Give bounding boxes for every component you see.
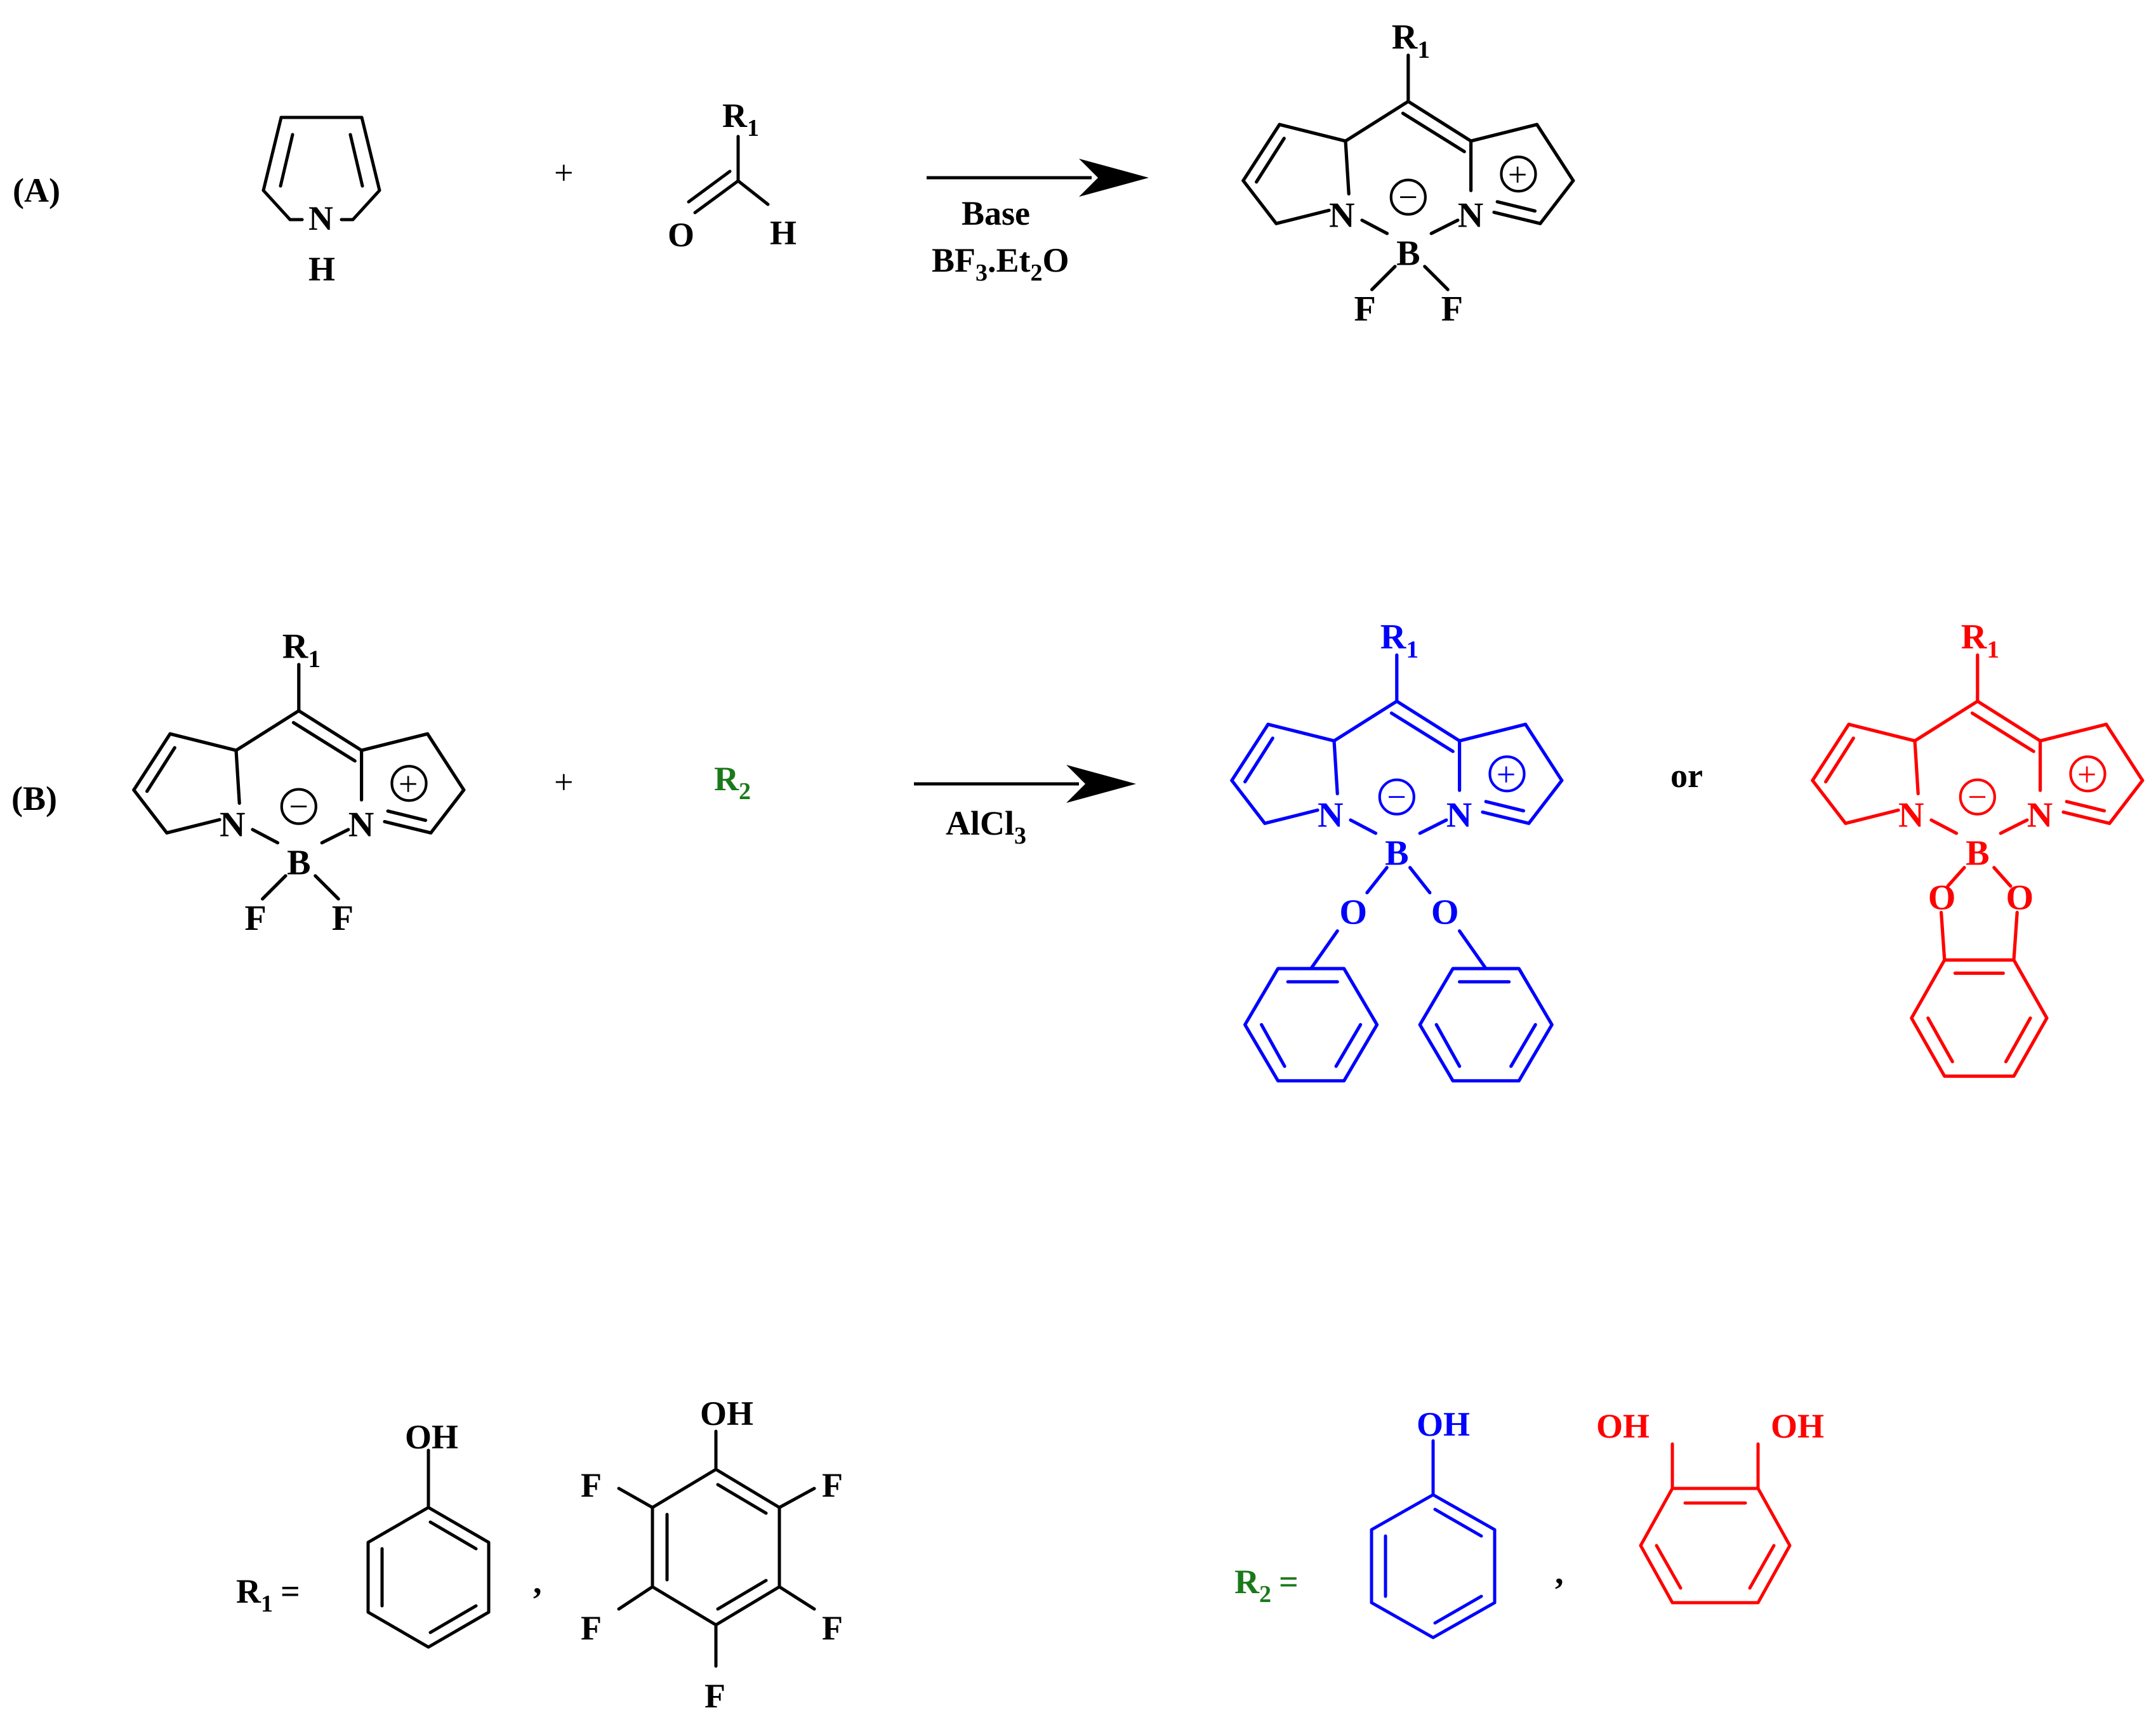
r1-definition: R1= OH , OH F F F F F <box>236 1394 843 1715</box>
pf-f2: F <box>822 1466 843 1504</box>
scheme-a: (A) N H + R1 O H Base BF3. <box>13 18 1575 329</box>
r2-catechol-oh2: OH <box>1771 1407 1824 1445</box>
pyrrole-structure: N H <box>261 116 381 288</box>
r2-comma: , <box>1555 1553 1564 1591</box>
bodipy-a-f1: F <box>1354 289 1376 329</box>
bodipy-blue-plus: + <box>1497 755 1516 793</box>
bodipy-red-o1: O <box>1928 878 1956 917</box>
bodipy-red-b: B <box>1966 834 1989 873</box>
pf-f3: F <box>581 1609 602 1647</box>
arrow-a-base-label: Base <box>962 194 1030 232</box>
r1-definition-label: R1= <box>236 1572 300 1617</box>
pyrrole-h-label: H <box>308 250 335 288</box>
aldehyde-r1-label: R1 <box>722 96 759 142</box>
r2-catechol-oh1: OH <box>1596 1407 1650 1445</box>
bodipy-blue-b: B <box>1385 834 1408 873</box>
bodipy-a-minus: − <box>1398 178 1418 216</box>
r2-phenol-structure: OH <box>1370 1405 1497 1639</box>
bodipy-b-n-right: N <box>348 805 374 844</box>
scheme-b-label: (B) <box>11 779 57 818</box>
bodipy-red-n-left: N <box>1898 795 1924 835</box>
aldehyde-structure: R1 O H <box>668 96 797 254</box>
r2-definition-label: R2= <box>1234 1563 1299 1608</box>
arrow-a-reagent-label: BF3.Et2O <box>932 241 1069 286</box>
r2-definition: R2= OH , OH OH <box>1234 1405 1824 1639</box>
r1-comma: , <box>533 1563 542 1601</box>
scheme-b: (B) − + N N <box>11 618 2145 1083</box>
bodipy-a-b: B <box>1396 234 1420 274</box>
bodipy-b-r1: R1 <box>282 627 321 673</box>
r2-catechol-structure: OH OH <box>1596 1407 1824 1605</box>
bodipy-red-r1: R1 <box>1961 618 1999 664</box>
bodipy-b-minus: − <box>289 787 308 825</box>
bodipy-red-n-right: N <box>2027 795 2053 835</box>
r1-phenol-oh: OH <box>405 1418 458 1456</box>
aldehyde-o-label: O <box>668 216 694 254</box>
reaction-arrow-a: Base BF3.Et2O <box>927 159 1149 286</box>
bodipy-blue-n-left: N <box>1318 795 1344 835</box>
aldehyde-h-label: H <box>770 214 797 252</box>
bodipy-b-plus: + <box>399 765 418 803</box>
r1-phenol-structure: OH <box>366 1418 491 1649</box>
r1-pentafluorophenol-structure: OH F F F F F <box>581 1394 843 1715</box>
r2-reagent-label: R2 <box>714 760 751 805</box>
bodipy-a-r1: R1 <box>1392 18 1430 64</box>
bodipy-red-minus: − <box>1968 778 1987 816</box>
or-label: or <box>1670 757 1703 795</box>
pf-oh: OH <box>700 1394 753 1433</box>
bodipy-blue-minus: − <box>1387 778 1406 816</box>
bodipy-phenoxy-product: − + N N B O O R1 <box>1230 618 1564 1083</box>
bodipy-a-f2: F <box>1441 289 1463 329</box>
plus-sign-a: + <box>554 154 573 192</box>
scheme-a-label: (A) <box>13 171 60 209</box>
bodipy-red-plus: + <box>2077 755 2097 793</box>
bodipy-red-o2: O <box>2006 878 2034 917</box>
bodipy-b-b: B <box>287 844 310 883</box>
bodipy-catechol-product: − + N N B O O R1 <box>1811 618 2145 1078</box>
r2-phenol-oh: OH <box>1417 1405 1470 1443</box>
bodipy-a-n-right: N <box>1458 195 1484 235</box>
pf-f1: F <box>581 1466 602 1504</box>
plus-sign-b: + <box>554 763 573 801</box>
bodipy-blue-o1: O <box>1339 892 1367 932</box>
bodipy-b-f1: F <box>245 899 267 938</box>
bodipy-product-a: − + N N B F F R1 <box>1241 18 1575 329</box>
bodipy-blue-o2: O <box>1431 892 1459 932</box>
pf-f4: F <box>822 1609 843 1647</box>
bodipy-blue-n-right: N <box>1446 795 1472 835</box>
arrow-b-reagent-label: AlCl3 <box>946 804 1026 849</box>
bodipy-b-n-left: N <box>220 805 246 844</box>
pf-f5: F <box>704 1677 725 1715</box>
bodipy-a-plus: + <box>1508 156 1528 194</box>
bodipy-b-f2: F <box>332 899 354 938</box>
pyrrole-n-label: N <box>308 199 333 237</box>
bodipy-blue-r1: R1 <box>1380 618 1419 664</box>
bodipy-reactant-b: − + N N B F F R1 <box>132 627 466 938</box>
reaction-arrow-b: AlCl3 <box>914 765 1136 849</box>
bodipy-a-n-left: N <box>1329 195 1355 235</box>
